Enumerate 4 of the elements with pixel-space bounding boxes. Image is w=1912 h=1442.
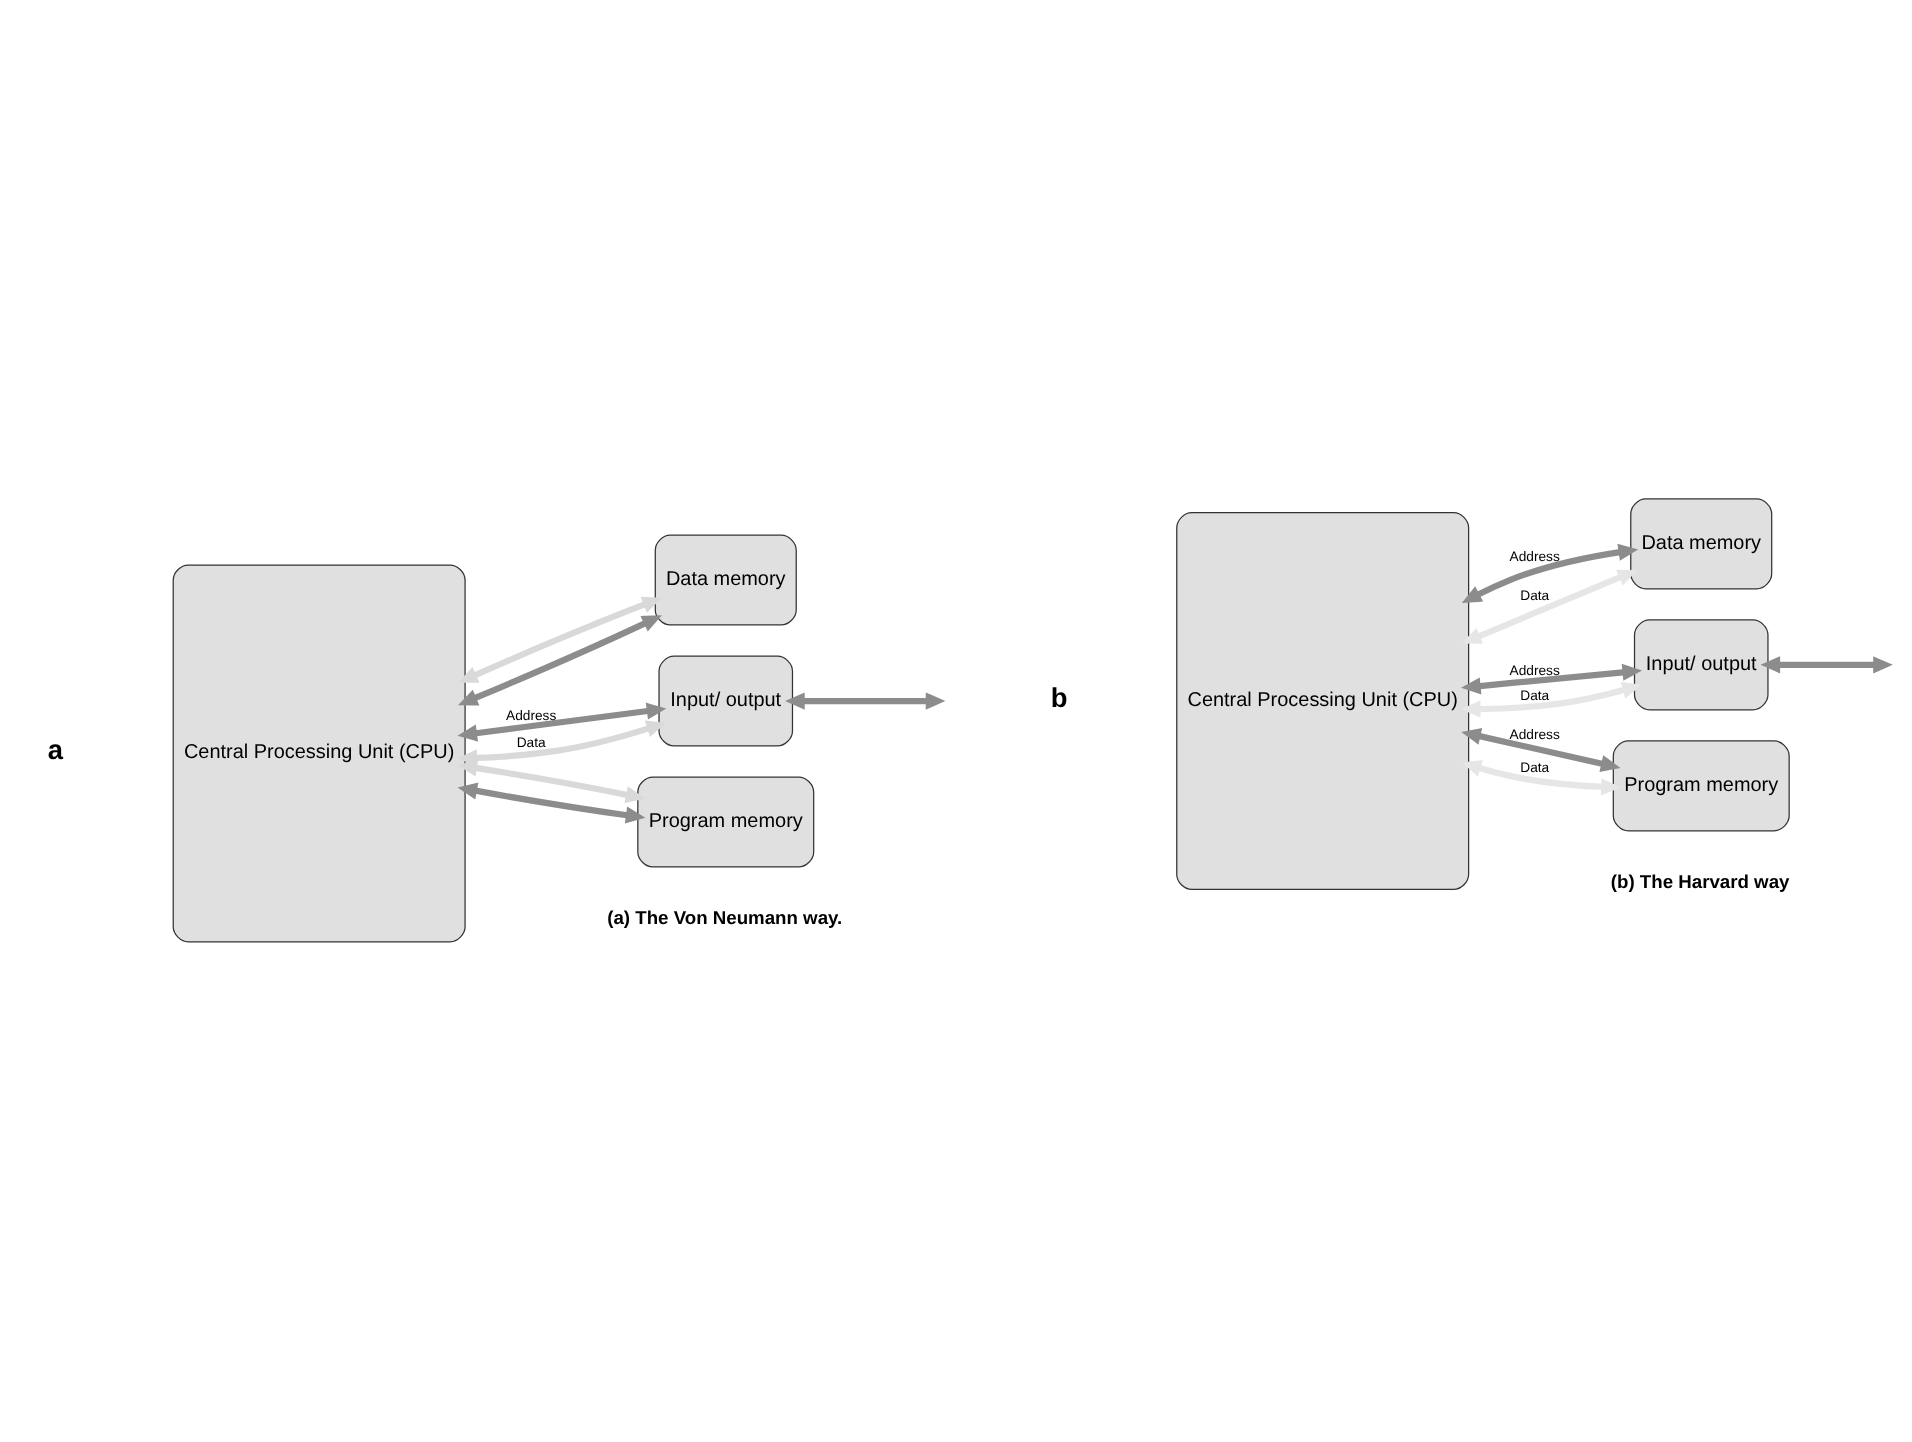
label: a (47, 735, 64, 766)
label: (a) The Von Neumann way. (607, 907, 843, 928)
label: b (1050, 682, 1068, 713)
label: (b) The Harvard way (1610, 871, 1790, 892)
